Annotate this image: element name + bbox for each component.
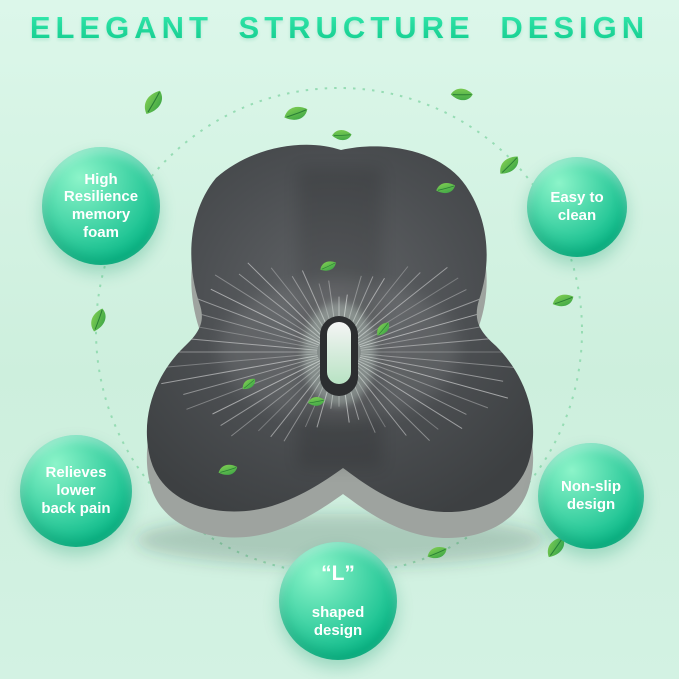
badge-l-shaped-quote: “L” [321,562,355,586]
leaf-icon [283,103,308,124]
leaf-icon [331,125,353,145]
badge-high-resilience: High Resilience memory foam [42,147,160,265]
badge-relieves-back-pain-label: Relieves lower back pain [41,464,111,517]
leaf-icon [139,89,168,115]
leaf-icon [450,83,474,106]
badge-easy-to-clean: Easy to clean [527,157,627,257]
badge-high-resilience-label: High Resilience memory foam [63,170,139,241]
badge-l-shaped: “L” shaped design [279,542,397,660]
badge-non-slip: Non-slip design [538,443,644,549]
leaf-icon [497,155,521,175]
page-title: ELEGANT STRUCTURE DESIGN [0,10,679,46]
cushion-hole [303,302,375,406]
badge-l-shaped-label: “L” shaped design [308,541,369,662]
badge-easy-to-clean-label: Easy to clean [550,189,604,224]
leaf-icon [85,307,112,333]
badge-non-slip-label: Non-slip design [561,478,621,513]
badge-l-shaped-sub: shaped design [311,604,365,639]
badge-relieves-back-pain: Relieves lower back pain [20,435,132,547]
leaf-icon [552,291,574,310]
